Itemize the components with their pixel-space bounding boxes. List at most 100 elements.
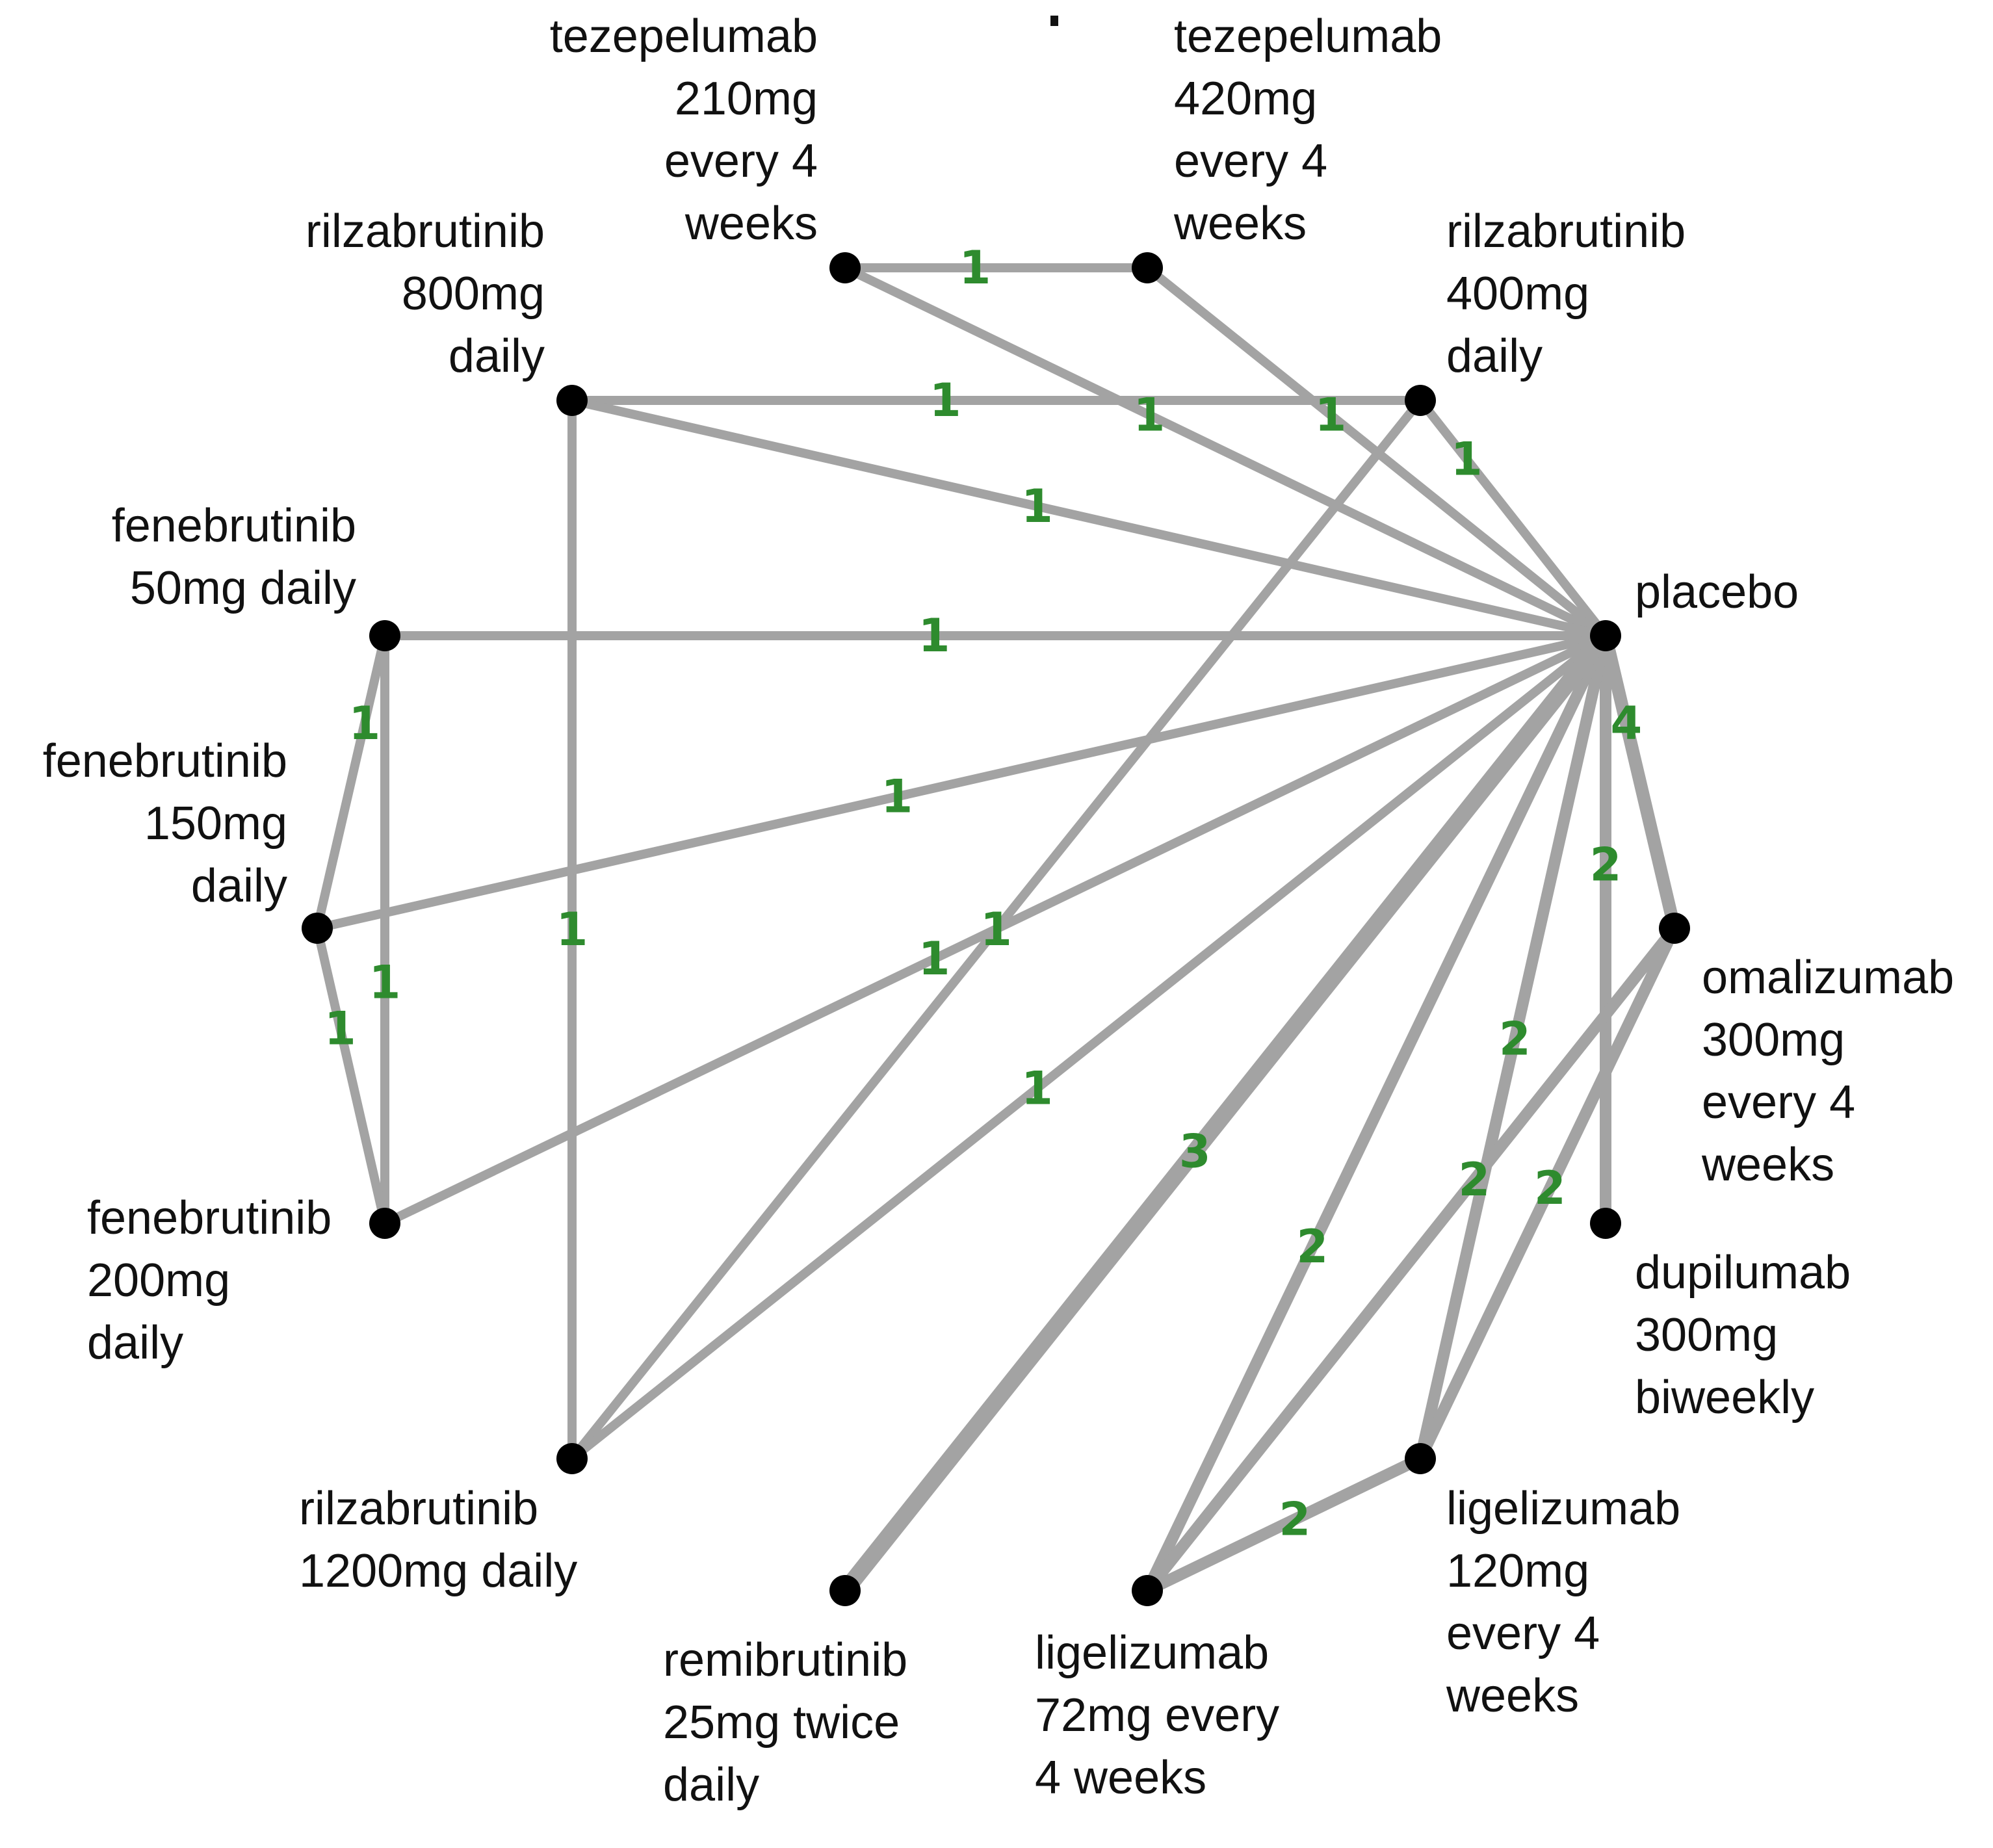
node-label-line: omalizumab — [1702, 952, 1954, 1004]
node-label-line: tezepelumab — [550, 10, 818, 62]
edge-fenebrutinib150-placebo — [313, 631, 1610, 933]
node-tezepelumab210 — [829, 252, 861, 283]
node-label-line: biweekly — [1635, 1372, 1814, 1424]
node-label-line: ligelizumab — [1035, 1627, 1269, 1679]
node-label-line: 300mg — [1635, 1309, 1778, 1361]
edge-label-fenebrutinib200-placebo: 1 — [918, 932, 950, 985]
node-tezepelumab420 — [1132, 252, 1163, 283]
node-label-line: 120mg — [1446, 1545, 1589, 1597]
node-label-line: 25mg twice — [663, 1697, 900, 1749]
node-label-line: daily — [87, 1317, 183, 1369]
edge-label-rilzabrutinib400-rilzabrutinib1200: 1 — [980, 903, 1012, 956]
edge-label-omalizumab300-ligelizumab72: 2 — [1458, 1153, 1490, 1206]
node-label-line: every 4 — [1174, 135, 1327, 187]
node-rilzabrutinib800 — [556, 385, 588, 416]
node-label-line: placebo — [1635, 566, 1799, 618]
edge-rilzabrutinib400-placebo — [1416, 396, 1610, 640]
node-label-line: 300mg — [1702, 1014, 1845, 1066]
node-label-line: 800mg — [402, 268, 545, 320]
edge-label-tezepelumab420-placebo: 1 — [1315, 388, 1347, 441]
node-label-placebo: placebo — [1635, 566, 1799, 618]
node-label-line: weeks — [1446, 1670, 1579, 1722]
edge-rilzabrutinib800-placebo — [567, 396, 1610, 640]
edge-fenebrutinib200-placebo — [380, 631, 1610, 1228]
node-label-ligelizumab72: ligelizumab 72mg every 4 weeks — [1035, 1627, 1279, 1804]
edge-ligelizumab120-ligelizumab72 — [1141, 1453, 1426, 1596]
node-label-line: every 4 — [1702, 1076, 1855, 1128]
node-fenebrutinib200 — [369, 1208, 400, 1239]
edge-placebo-ligelizumab72 — [1141, 630, 1611, 1596]
node-omalizumab300 — [1659, 913, 1690, 944]
edge-label-fenebrutinib50-fenebrutinib150: 1 — [348, 697, 380, 750]
edges-layer — [313, 263, 1681, 1599]
node-label-remibrutinib25: remibrutinib 25mg twice daily — [663, 1634, 907, 1811]
edge-label-placebo-remibrutinib25: 3 — [1179, 1125, 1211, 1178]
node-label-line: 72mg every — [1035, 1689, 1279, 1741]
node-label-line: daily — [191, 860, 287, 912]
edge-omalizumab300-ligelizumab72 — [1141, 922, 1680, 1596]
edge-label-fenebrutinib150-placebo: 1 — [881, 770, 913, 824]
node-label-line: 150mg — [144, 798, 287, 850]
node-label-line: 1200mg daily — [299, 1545, 577, 1597]
node-label-line: daily — [663, 1759, 759, 1811]
edge-fenebrutinib50-fenebrutinib150 — [313, 631, 389, 933]
node-label-line: weeks — [684, 198, 818, 250]
node-label-tezepelumab420: tezepelumab 420mg every 4 weeks — [1173, 10, 1442, 250]
stray-mark — [1050, 16, 1058, 26]
edge-placebo-remibrutinib25 — [837, 627, 1614, 1599]
node-label-line: 50mg daily — [130, 562, 356, 614]
edge-placebo-ligelizumab120 — [1414, 630, 1611, 1464]
node-label-line: fenebrutinib — [87, 1192, 332, 1244]
node-label-omalizumab300: omalizumab 300mg every 4 weeks — [1701, 952, 1954, 1191]
node-ligelizumab120 — [1405, 1443, 1436, 1474]
node-label-line: every 4 — [664, 135, 818, 187]
node-label-line: weeks — [1173, 198, 1307, 250]
node-fenebrutinib50 — [369, 620, 400, 651]
edge-label-rilzabrutinib400-placebo: 1 — [1451, 433, 1483, 486]
node-label-line: rilzabrutinib — [1446, 205, 1686, 257]
edge-label-rilzabrutinib800-placebo: 1 — [1021, 480, 1053, 533]
node-label-fenebrutinib200: fenebrutinib 200mg daily — [87, 1192, 332, 1369]
node-rilzabrutinib400 — [1405, 385, 1436, 416]
edge-label-fenebrutinib50-fenebrutinib200: 1 — [369, 956, 401, 1009]
node-label-line: daily — [1446, 330, 1543, 382]
node-label-line: 420mg — [1174, 73, 1317, 125]
edge-tezepelumab210-placebo — [840, 263, 1610, 640]
edge-omalizumab300-ligelizumab120 — [1414, 922, 1680, 1464]
node-label-line: 4 weeks — [1035, 1752, 1206, 1804]
edge-placebo-omalizumab300 — [1599, 629, 1681, 935]
node-rilzabrutinib1200 — [556, 1443, 588, 1474]
node-ligelizumab72 — [1132, 1575, 1163, 1606]
edge-label-placebo-omalizumab300: 4 — [1610, 697, 1642, 750]
edge-label-rilzabrutinib800-rilzabrutinib400: 1 — [930, 374, 961, 427]
node-label-line: remibrutinib — [663, 1634, 907, 1686]
nodes-layer — [302, 252, 1690, 1606]
node-label-ligelizumab120: ligelizumab 120mg every 4 weeks — [1446, 1483, 1680, 1722]
edge-label-omalizumab300-ligelizumab120: 2 — [1534, 1162, 1566, 1215]
node-remibrutinib25 — [829, 1575, 861, 1606]
node-label-line: every 4 — [1446, 1607, 1600, 1659]
node-label-line: 210mg — [675, 73, 818, 125]
edge-rilzabrutinib1200-placebo — [567, 631, 1610, 1463]
node-label-line: weeks — [1701, 1139, 1834, 1191]
edge-fenebrutinib150-fenebrutinib200 — [313, 924, 389, 1228]
node-placebo — [1590, 620, 1621, 651]
node-label-line: ligelizumab — [1446, 1483, 1680, 1535]
edge-label-ligelizumab120-ligelizumab72: 2 — [1279, 1492, 1310, 1546]
edge-label-fenebrutinib150-fenebrutinib200: 1 — [324, 1002, 356, 1055]
node-label-line: 200mg — [87, 1255, 230, 1307]
node-label-line: tezepelumab — [1174, 10, 1442, 62]
edge-label-tezepelumab210-tezepelumab420: 1 — [959, 241, 991, 294]
node-label-line: daily — [449, 330, 545, 382]
node-label-tezepelumab210: tezepelumab 210mg every 4 weeks — [550, 10, 818, 250]
edge-label-placebo-ligelizumab120: 2 — [1499, 1012, 1531, 1065]
node-label-line: fenebrutinib — [43, 735, 287, 787]
edge-label-tezepelumab210-placebo: 1 — [1134, 388, 1166, 441]
